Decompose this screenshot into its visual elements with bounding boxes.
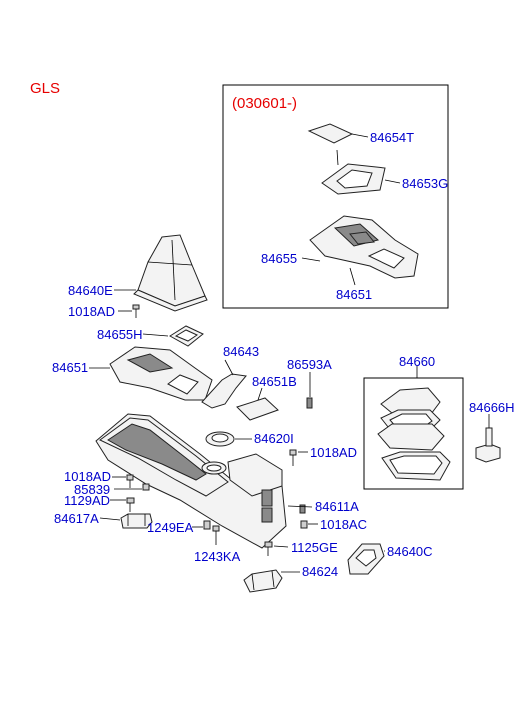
part-label-84651[interactable]: 84651 [52,360,88,375]
part-84611A-drawing [95,413,306,549]
part-label-86593A[interactable]: 86593A [287,357,332,372]
part-label-1018AD-c[interactable]: 1018AD [64,469,111,484]
part-1018AC-drawing [300,520,308,529]
part-label-1243KA[interactable]: 1243KA [194,549,241,564]
part-label-84640C[interactable]: 84640C [387,544,433,559]
part-label-84611A[interactable]: 84611A [315,499,359,514]
part-label-1129AD[interactable]: 1129AD [64,493,110,508]
part-label-84617A[interactable]: 84617A [54,511,99,526]
part-84640E-drawing [133,234,208,312]
part-1249EA-drawing [203,520,211,530]
part-label-1249EA[interactable]: 1249EA [147,520,194,535]
part-84624-drawing [243,569,283,593]
part-label-84651-inset[interactable]: 84651 [336,287,372,302]
part-84617A-drawing [120,513,153,529]
part-label-84666H[interactable]: 84666H [469,400,515,415]
part-label-84643[interactable]: 84643 [223,344,259,359]
part-84666H-drawing [475,427,501,463]
part-84653G-drawing [321,149,386,195]
part-84654T-drawing [307,123,354,144]
part-label-84653G[interactable]: 84653G [402,176,448,191]
part-86593A-drawing [306,397,313,409]
part-label-84640E[interactable]: 84640E [68,283,113,298]
part-1018AD-c-drawing [126,474,134,488]
part-84660-box [363,377,464,490]
part-84651-inset-drawing [309,215,419,279]
part-84655H-drawing [169,325,204,347]
part-label-84620I[interactable]: 84620I [254,431,294,446]
part-84643-drawing [201,373,247,409]
part-1125GE-drawing [264,541,273,556]
part-label-84660[interactable]: 84660 [399,354,435,369]
part-84660-drawing [377,387,451,481]
part-label-84655H[interactable]: 84655H [97,327,143,342]
part-label-84651B[interactable]: 84651B [252,374,297,389]
part-1129AD-drawing [126,497,135,512]
inset-box [222,84,449,309]
part-label-1018AD-b[interactable]: 1018AD [310,445,357,460]
part-label-84655[interactable]: 84655 [261,251,297,266]
part-label-1018AD-a[interactable]: 1018AD [68,304,115,319]
part-label-1018AC[interactable]: 1018AC [320,517,367,532]
variant-label: GLS [30,80,61,97]
inset-period-label: (030601-) [232,95,297,112]
part-85839-drawing [142,483,150,491]
part-1018AD-b-drawing [289,449,297,466]
part-84640C-drawing [347,543,385,575]
part-1018AD-a-drawing [132,304,140,318]
part-label-84624[interactable]: 84624 [302,564,338,579]
part-84620I-drawing [205,431,235,447]
part-84651-drawing [109,346,213,401]
part-1243KA-drawing [212,525,220,545]
part-label-1125GE[interactable]: 1125GE [291,540,338,555]
part-label-85839[interactable]: 85839 [74,482,110,497]
part-84651B-drawing [236,397,279,421]
part-label-84654T[interactable]: 84654T [370,130,414,145]
